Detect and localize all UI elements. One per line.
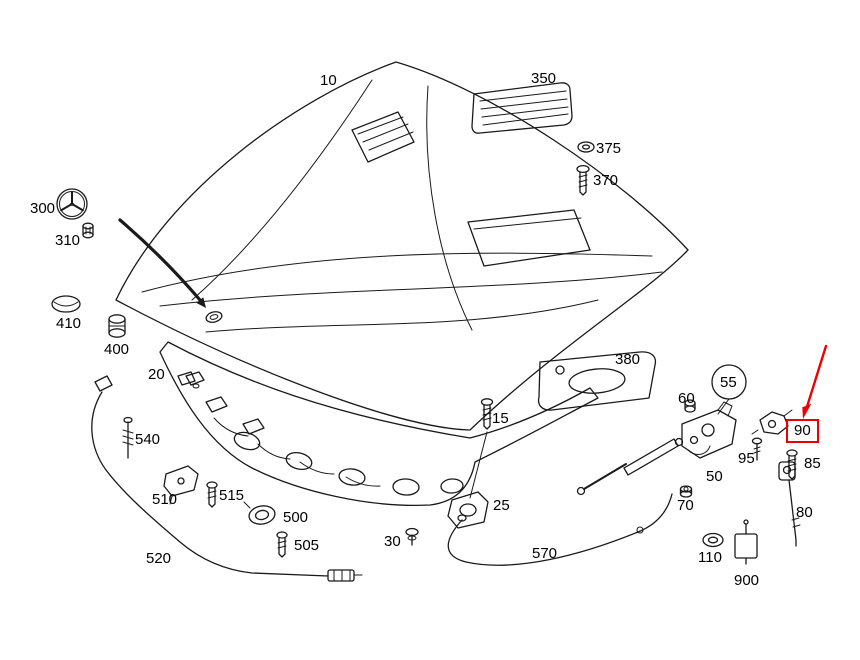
buffer-400-drawing — [108, 314, 126, 338]
part-label-30[interactable]: 30 — [384, 533, 401, 550]
part-label-50[interactable]: 50 — [706, 468, 723, 485]
part-label-70[interactable]: 70 — [677, 497, 694, 514]
part-label-60[interactable]: 60 — [678, 390, 695, 407]
part-label-505[interactable]: 505 — [294, 537, 320, 554]
highlight-arrow — [802, 344, 828, 419]
part-label-410[interactable]: 410 — [56, 315, 82, 332]
part-label-375[interactable]: 375 — [596, 140, 622, 157]
gas-strut-drawing — [576, 437, 684, 496]
rod-80-drawing — [778, 461, 801, 547]
grommet-375-drawing — [577, 141, 595, 153]
screw-370-drawing — [576, 164, 590, 196]
part-label-500[interactable]: 500 — [283, 509, 309, 526]
part-label-350[interactable]: 350 — [531, 70, 557, 87]
safety-catch-90-drawing — [751, 409, 793, 435]
nut-70-drawing — [679, 485, 693, 498]
inner-panel-drawing — [159, 341, 599, 507]
screw-15-drawing — [469, 398, 494, 499]
pointer-arrow — [118, 218, 206, 308]
part-label-540[interactable]: 540 — [135, 431, 161, 448]
part-label-80[interactable]: 80 — [796, 504, 813, 521]
part-label-300[interactable]: 300 — [30, 200, 56, 217]
part-label-85[interactable]: 85 — [804, 455, 821, 472]
plug-310-drawing — [82, 222, 94, 239]
grommet-110-drawing — [702, 532, 724, 548]
part-label-515[interactable]: 515 — [219, 487, 245, 504]
part-label-20[interactable]: 20 — [148, 366, 165, 383]
cable-570-drawing — [447, 493, 673, 566]
clip-20-drawing — [177, 371, 200, 389]
part-label-370[interactable]: 370 — [593, 172, 619, 189]
part-label-95[interactable]: 95 — [738, 450, 755, 467]
bracket-510-drawing — [163, 465, 199, 505]
part-label-380[interactable]: 380 — [615, 351, 641, 368]
bracket-25-drawing — [447, 491, 489, 529]
hood-panel-drawing — [115, 61, 689, 431]
part-label-570[interactable]: 570 — [532, 545, 558, 562]
part-label-25[interactable]: 25 — [493, 497, 510, 514]
part-label-110[interactable]: 110 — [698, 549, 722, 566]
part-label-90-highlighted[interactable]: 90 — [786, 419, 819, 444]
stud-540-drawing — [122, 416, 134, 459]
clip-30-drawing — [405, 527, 419, 546]
grille-vent-drawing — [471, 82, 573, 134]
part-label-310[interactable]: 310 — [55, 232, 81, 249]
part-label-510[interactable]: 510 — [152, 491, 178, 508]
part-label-15[interactable]: 15 — [492, 410, 509, 427]
pad-410-drawing — [51, 295, 81, 313]
release-cable-520-drawing — [91, 375, 363, 582]
screw-515-drawing — [206, 481, 218, 508]
screw-505-drawing — [276, 531, 288, 558]
star-emblem-drawing — [56, 188, 88, 220]
bolt-95-drawing — [751, 437, 763, 461]
panel-380-drawing — [537, 351, 657, 411]
latch-500-drawing — [243, 501, 276, 525]
part-label-400[interactable]: 400 — [104, 341, 130, 358]
box-900-drawing — [734, 519, 758, 565]
hood-latch-50-drawing — [681, 401, 737, 459]
part-label-55[interactable]: 55 — [720, 374, 737, 391]
part-label-520[interactable]: 520 — [146, 550, 172, 567]
part-label-10[interactable]: 10 — [320, 72, 337, 89]
nut-60-drawing — [684, 399, 696, 413]
part-label-900[interactable]: 900 — [734, 572, 760, 589]
